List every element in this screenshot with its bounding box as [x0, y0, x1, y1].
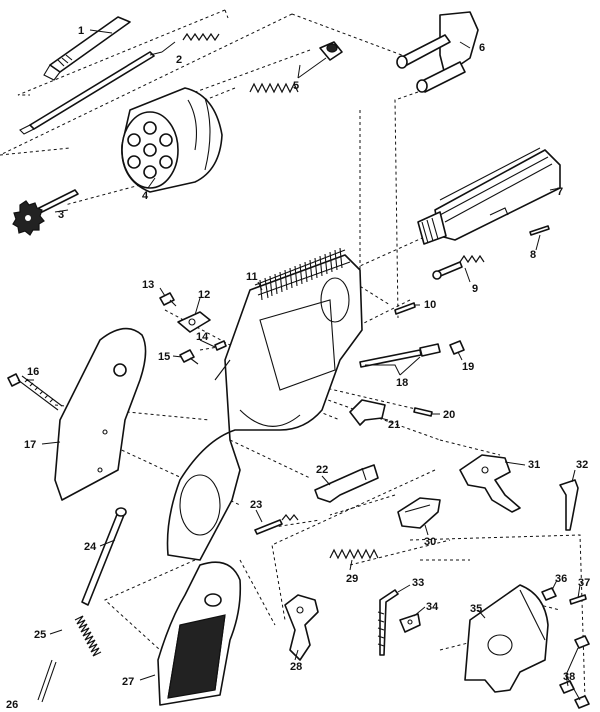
part-label-33: 33: [412, 577, 424, 589]
part-label-26: 26: [6, 699, 18, 711]
part-label-2: 2: [176, 54, 182, 66]
part-label-28: 28: [290, 661, 302, 673]
part-label-4: 4: [142, 190, 149, 202]
leader-lines: [26, 29, 581, 701]
hammer: [459, 454, 521, 513]
cylinder: [121, 87, 223, 193]
part-label-15: 15: [158, 351, 170, 363]
part-label-13: 13: [142, 279, 154, 291]
mainspring-guide: [81, 507, 127, 606]
hammer-spring: [329, 548, 379, 560]
screw-15: [179, 349, 199, 365]
part-label-24: 24: [84, 541, 97, 553]
part-label-11: 11: [246, 271, 258, 283]
yoke-spring-and-plunger: [249, 41, 343, 94]
part-label-1: 1: [78, 25, 84, 37]
screws-38: [559, 635, 590, 709]
part-label-3: 3: [58, 209, 64, 221]
screw-36: [541, 587, 557, 601]
part-label-36: 36: [555, 573, 567, 585]
part-label-19: 19: [462, 361, 474, 373]
rebound-spring-pin: [254, 514, 299, 535]
part-label-6: 6: [479, 42, 485, 54]
part-label-29: 29: [346, 573, 358, 585]
yoke: [396, 11, 479, 93]
barrel-pin: [529, 225, 550, 236]
frame-pin-10: [394, 302, 416, 315]
part-label-32: 32: [576, 459, 588, 471]
part-label-18: 18: [396, 377, 408, 389]
extractor: [12, 189, 79, 236]
part-label-7: 7: [557, 186, 563, 198]
cylinder-latch: [559, 479, 579, 531]
left-grip-panel: [157, 561, 242, 706]
part-label-9: 9: [472, 283, 478, 295]
part-label-5: 5: [293, 80, 299, 92]
mainspring: [74, 615, 102, 657]
screw-13: [159, 292, 177, 307]
part-label-34: 34: [426, 601, 439, 613]
part-label-21: 21: [388, 419, 400, 431]
pin-14: [214, 340, 227, 351]
side-plate: [464, 584, 549, 693]
frame: [166, 247, 363, 561]
part-label-27: 27: [122, 676, 134, 688]
part-label-38: 38: [563, 671, 575, 683]
hammer-nose-assembly-18: [359, 343, 441, 368]
part-label-22: 22: [316, 464, 328, 476]
part-label-30: 30: [424, 536, 436, 548]
cylinder-stop-21: [349, 399, 386, 426]
barrel: [417, 147, 561, 245]
part-label-31: 31: [528, 459, 540, 471]
locking-bolt-assembly: [432, 254, 485, 280]
part-number-labels: 1 2 3 4 5 6 7 8 9 10 11 12 13 14 15 16 1…: [6, 25, 590, 711]
part-label-20: 20: [443, 409, 455, 421]
part-label-17: 17: [24, 439, 36, 451]
part-label-37: 37: [578, 577, 590, 589]
pin-20: [413, 407, 433, 417]
ejector-rod: [43, 16, 131, 81]
part-label-16: 16: [27, 366, 39, 378]
right-grip-panel: [54, 327, 147, 501]
part-label-23: 23: [250, 499, 262, 511]
part-label-35: 35: [470, 603, 482, 615]
part-label-25: 25: [34, 629, 46, 641]
part-label-10: 10: [424, 299, 436, 311]
mainspring-seat: [37, 659, 57, 703]
block-34: [399, 613, 421, 633]
part-label-14: 14: [196, 331, 209, 343]
grip-screw: [7, 373, 63, 411]
trigger: [284, 594, 319, 661]
trigger-spring-rod: [377, 589, 399, 656]
side-plate-screw-12: [177, 311, 211, 333]
center-pin-spring-and-rod: [19, 32, 220, 135]
part-label-8: 8: [530, 249, 536, 261]
hand: [397, 497, 441, 529]
rebound-slide: [314, 464, 379, 503]
part-label-12: 12: [198, 289, 210, 301]
pin-37: [569, 594, 587, 605]
screw-19: [449, 340, 465, 355]
